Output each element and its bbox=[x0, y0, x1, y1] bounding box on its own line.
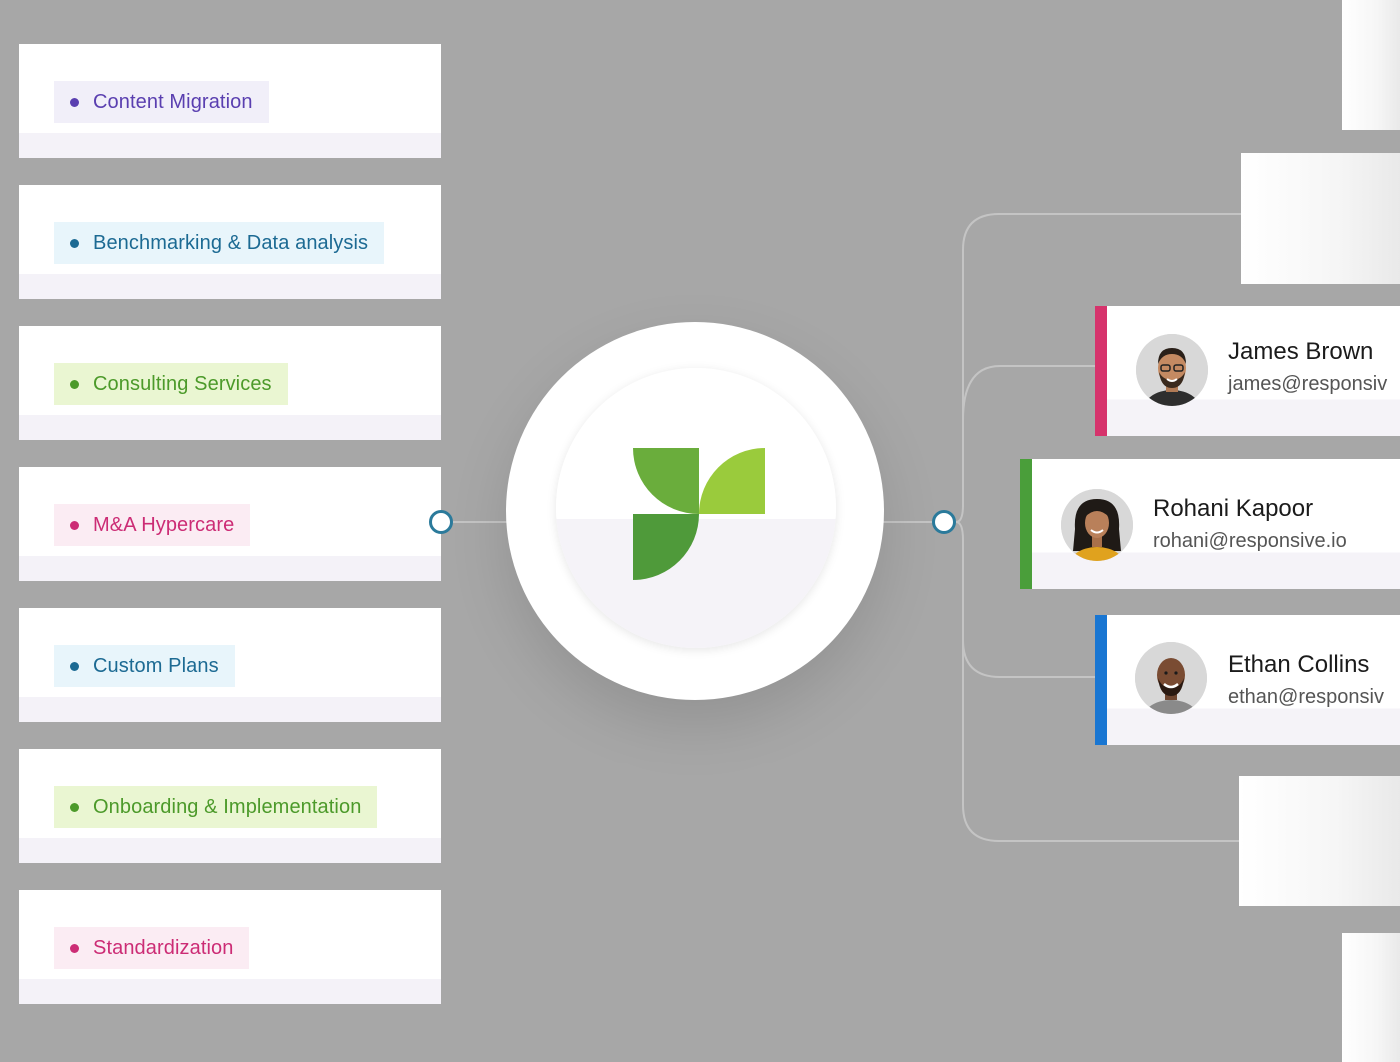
placeholder-card bbox=[1241, 153, 1400, 284]
person-name: James Brown bbox=[1228, 338, 1374, 365]
person-accent-bar bbox=[1095, 615, 1107, 745]
responsive-leaf-logo-icon bbox=[633, 448, 765, 580]
person-name: Rohani Kapoor bbox=[1153, 495, 1314, 522]
avatar-rohani-icon bbox=[1061, 489, 1133, 561]
avatar-ethan-icon bbox=[1135, 642, 1207, 714]
service-card-standardization[interactable]: Standardization bbox=[19, 890, 441, 1004]
hub-inner-circle bbox=[556, 368, 836, 648]
bullet-dot-icon bbox=[70, 520, 79, 530]
service-card-consulting[interactable]: Consulting Services bbox=[19, 326, 441, 440]
person-email: james@responsiv bbox=[1228, 373, 1388, 395]
service-card-content-migration[interactable]: Content Migration bbox=[19, 44, 441, 158]
placeholder-card bbox=[1342, 0, 1400, 130]
person-email: rohani@responsive.io bbox=[1153, 530, 1347, 552]
right-connector-node bbox=[932, 510, 956, 534]
service-tag: Content Migration bbox=[54, 81, 269, 123]
bullet-dot-icon bbox=[70, 943, 79, 953]
avatar-james-icon bbox=[1136, 334, 1208, 406]
placeholder-card bbox=[1239, 776, 1400, 906]
person-card-ethan-collins[interactable]: Ethan Collins ethan@responsiv bbox=[1095, 615, 1400, 745]
service-tag: Onboarding & Implementation bbox=[54, 786, 378, 828]
service-card-ma-hypercare[interactable]: M&A Hypercare bbox=[19, 467, 441, 581]
service-tag: Consulting Services bbox=[54, 363, 288, 405]
hub-circle bbox=[506, 322, 884, 700]
person-card-james-brown[interactable]: James Brown james@responsiv bbox=[1095, 306, 1400, 436]
person-accent-bar bbox=[1095, 306, 1107, 436]
service-tag: Standardization bbox=[54, 927, 250, 969]
service-tag: M&A Hypercare bbox=[54, 504, 251, 546]
service-label: Onboarding & Implementation bbox=[93, 795, 362, 818]
service-label: Standardization bbox=[93, 936, 234, 959]
service-tag: Benchmarking & Data analysis bbox=[54, 222, 385, 264]
service-tag: Custom Plans bbox=[54, 645, 235, 687]
bullet-dot-icon bbox=[70, 238, 79, 248]
bullet-dot-icon bbox=[70, 379, 79, 389]
service-card-custom-plans[interactable]: Custom Plans bbox=[19, 608, 441, 722]
person-name: Ethan Collins bbox=[1228, 651, 1370, 678]
service-label: Content Migration bbox=[93, 90, 253, 113]
left-connector-node bbox=[429, 510, 453, 534]
service-label: M&A Hypercare bbox=[93, 513, 235, 536]
placeholder-card bbox=[1342, 933, 1400, 1062]
bullet-dot-icon bbox=[70, 802, 79, 812]
person-card-rohani-kapoor[interactable]: Rohani Kapoor rohani@responsive.io bbox=[1020, 459, 1400, 589]
bullet-dot-icon bbox=[70, 661, 79, 671]
person-email: ethan@responsiv bbox=[1228, 686, 1384, 708]
service-card-onboarding[interactable]: Onboarding & Implementation bbox=[19, 749, 441, 863]
service-label: Benchmarking & Data analysis bbox=[93, 231, 369, 254]
service-label: Consulting Services bbox=[93, 372, 272, 395]
service-card-benchmarking[interactable]: Benchmarking & Data analysis bbox=[19, 185, 441, 299]
bullet-dot-icon bbox=[70, 97, 79, 107]
person-accent-bar bbox=[1020, 459, 1032, 589]
service-label: Custom Plans bbox=[93, 654, 219, 677]
